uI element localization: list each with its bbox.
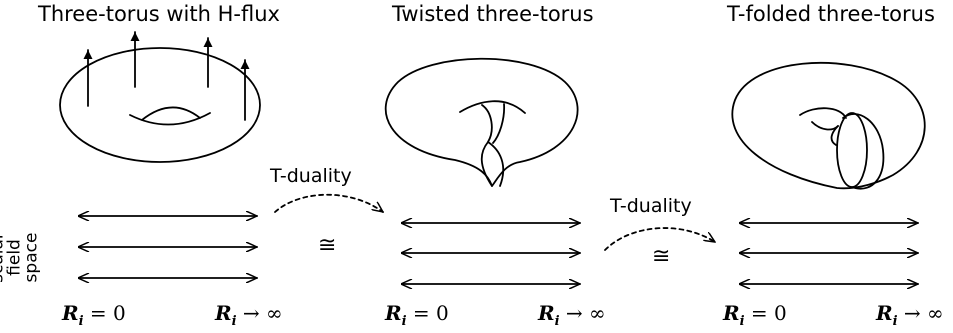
title-torus-h-flux: Three-torus with H-flux [38, 2, 280, 26]
title-t-folded-torus: T-folded three-torus [727, 2, 935, 26]
field-space-arrows-3 [740, 223, 918, 284]
r-label-right-2: Ri → ∞ [538, 301, 606, 329]
twisted-torus-figure [384, 57, 579, 187]
t-folded-torus-figure [731, 61, 926, 190]
r-label-left-2: Ri = 0 [385, 301, 449, 329]
title-twisted-torus: Twisted three-torus [392, 2, 594, 26]
t-duality-label-1: T-duality [270, 165, 352, 187]
r-label-left-1: Ri = 0 [62, 301, 126, 329]
torus-h-flux-figure [59, 31, 261, 163]
field-space-arrows-2 [402, 223, 580, 284]
congruence-symbol-1: ≅ [318, 233, 337, 258]
t-duality-arrow-2 [604, 227, 715, 251]
r-label-right-1: Ri → ∞ [215, 301, 283, 329]
congruence-symbol-2: ≅ [652, 244, 671, 269]
t-duality-label-2: T-duality [610, 195, 692, 217]
r-label-right-3: Ri → ∞ [876, 301, 944, 329]
r-label-left-3: Ri = 0 [723, 301, 787, 329]
t-duality-arrow-1 [274, 193, 383, 212]
field-space-arrows-1 [79, 216, 257, 278]
